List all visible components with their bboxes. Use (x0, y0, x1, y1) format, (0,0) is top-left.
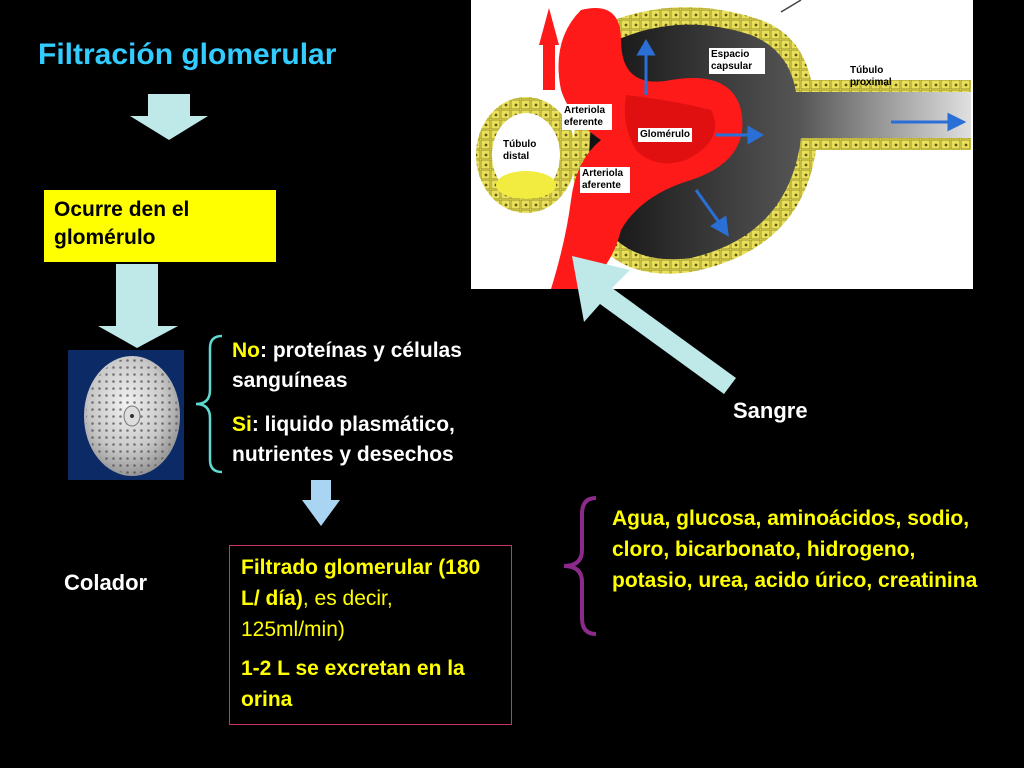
label-tubulo-proximal: Túbulo proximal (850, 65, 892, 88)
sangre-label: Sangre (733, 398, 808, 423)
label-arteriola-aferente: Arteriola aferente (580, 167, 630, 193)
label-arteriola-eferente: Arteriola eferente (562, 104, 612, 130)
filtrado-line1-normal: , es decir, 125ml/min) (241, 587, 393, 641)
down-arrow-icon (130, 94, 208, 140)
diagonal-arrow-icon (572, 256, 736, 394)
no-rest: : proteínas y células sanguíneas (232, 339, 462, 392)
no-paragraph: No: proteínas y células sanguíneas (232, 336, 532, 396)
filtrado-box: Filtrado glomerular (180 L/ día), es dec… (229, 545, 512, 725)
glomerulus-diagram: Espacio capsular Túbulo proximal Arterio… (471, 0, 973, 289)
filtrado-line2: 1-2 L se excretan en la orina (241, 657, 465, 711)
page-title: Filtración glomerular (38, 38, 337, 71)
label-tubulo-distal: Túbulo distal (501, 138, 545, 164)
brace-icon (195, 334, 223, 474)
substances-list: Agua, glucosa, aminoácidos, sodio, cloro… (612, 507, 978, 592)
down-arrow-icon (98, 264, 178, 348)
label-espacio-capsular: Espacio capsular (709, 48, 765, 74)
si-rest: : liquido plasmático, nutrientes y desec… (232, 413, 455, 466)
no-keyword: No (232, 339, 260, 362)
label-glomerulo: Glomérulo (638, 128, 693, 142)
glomerulo-box: Ocurre den el glomérulo (44, 190, 276, 262)
si-keyword: Si (232, 413, 252, 436)
colander-label: Colador (64, 570, 148, 595)
si-paragraph: Si: liquido plasmático, nutrientes y des… (232, 410, 532, 470)
brace-icon (563, 496, 597, 636)
colander-image (68, 350, 184, 480)
filtrado-line1-bold: Filtrado glomerular (180 L/ día) (241, 556, 481, 610)
down-arrow-icon (302, 480, 340, 526)
